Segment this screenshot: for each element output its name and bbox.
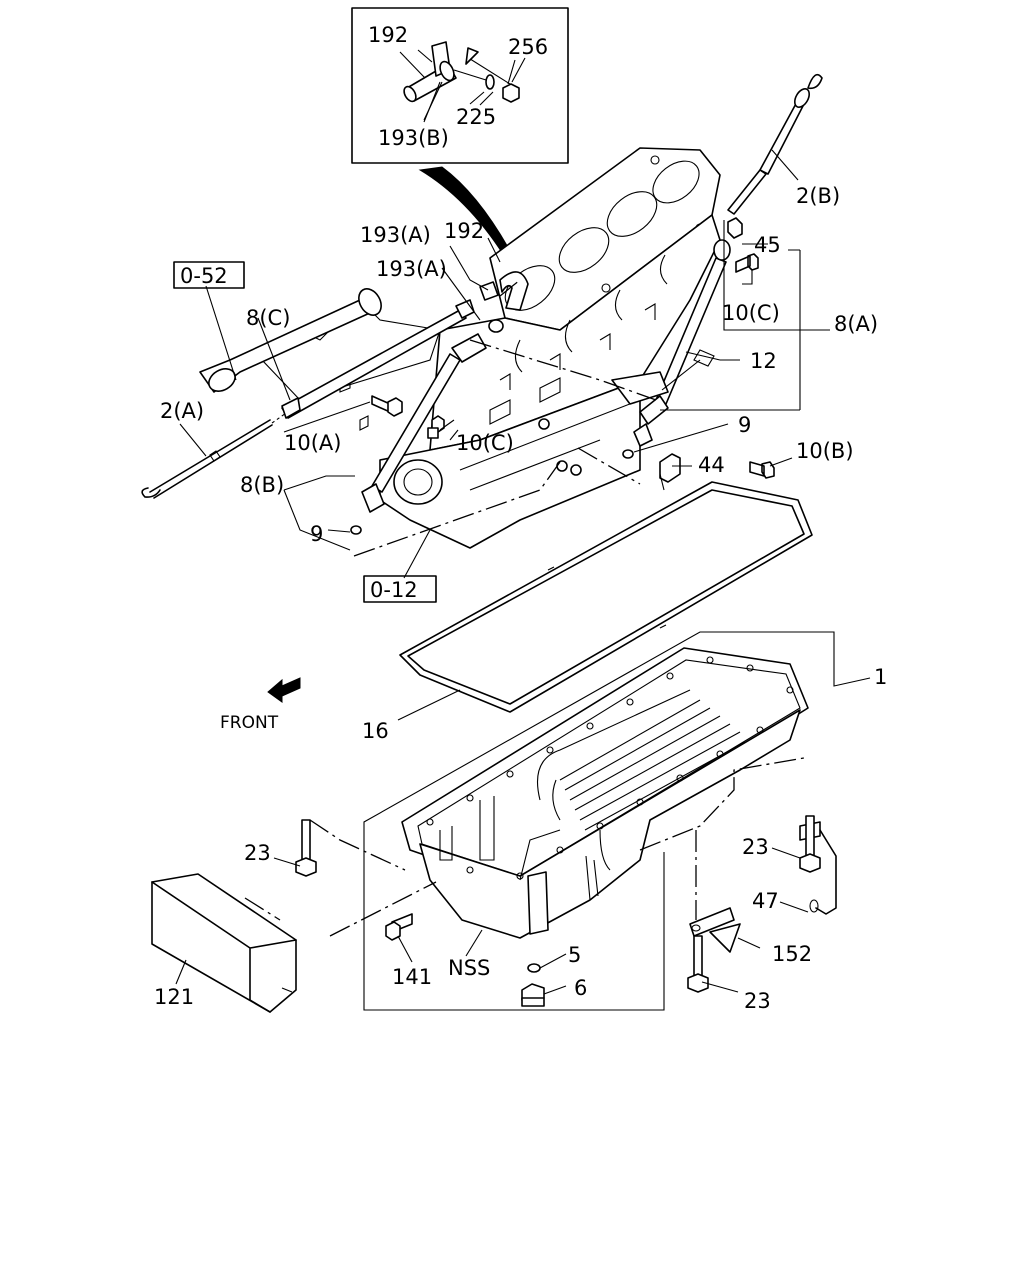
front-arrow-icon (267, 677, 301, 703)
label-9-1: 9 (738, 413, 751, 437)
guide-tube-8b (361, 333, 487, 513)
label-8c: 8(C) (246, 306, 290, 330)
label-6: 6 (574, 976, 587, 1000)
label-121: 121 (154, 985, 194, 1009)
oil-pan (385, 647, 809, 1007)
ref-0-12-text: 0-12 (370, 578, 418, 602)
label-2a: 2(A) (160, 399, 204, 423)
ref-box-0-12 (363, 575, 437, 603)
label-141: 141 (392, 965, 432, 989)
guide-tube-8a (611, 239, 731, 447)
label-225: 225 (456, 105, 496, 129)
label-192: 192 (444, 219, 484, 243)
label-10a: 10(A) (284, 431, 341, 455)
label-23-2: 23 (742, 835, 769, 859)
dipstick-2b (727, 73, 823, 215)
label-8b: 8(B) (240, 473, 284, 497)
cylinder-block (261, 147, 721, 549)
label-152: 152 (772, 942, 812, 966)
ref-box-0-52 (173, 261, 245, 289)
bracket-152 (689, 907, 741, 953)
detail-pointer-arrow (418, 166, 515, 263)
bolts-23 (295, 815, 821, 993)
label-12: 12 (750, 349, 777, 373)
breather-hose (479, 271, 529, 333)
label-9-2: 9 (310, 522, 323, 546)
guide-tube-8c (281, 299, 475, 419)
label-44: 44 (698, 453, 725, 477)
label-10b: 10(B) (796, 439, 854, 463)
water-pipe (199, 288, 382, 393)
label-5: 5 (568, 943, 581, 967)
label-10c-2: 10(C) (456, 431, 514, 455)
detail-inset (351, 7, 569, 164)
label-10c-1: 10(C) (722, 301, 780, 325)
label-1: 1 (874, 665, 887, 689)
label-193a-2: 193(A) (376, 257, 447, 281)
label-47: 47 (752, 889, 779, 913)
oil-pan-gasket (399, 481, 813, 713)
label-16: 16 (362, 719, 389, 743)
label-2b: 2(B) (796, 184, 840, 208)
leader-lines (175, 49, 871, 1011)
label-8a: 8(A) (834, 312, 878, 336)
label-45: 45 (754, 233, 781, 257)
label-256: 256 (508, 35, 548, 59)
small-fasteners (350, 217, 775, 535)
label-193b: 193(B) (378, 126, 449, 150)
label-23-3: 23 (744, 989, 771, 1013)
cover-121 (151, 873, 297, 1013)
label-192-inset: 192 (368, 23, 408, 47)
front-label: FRONT (220, 713, 279, 733)
label-193a-1: 193(A) (360, 223, 431, 247)
label-23-1: 23 (244, 841, 271, 865)
ref-0-52-text: 0-52 (180, 264, 228, 288)
label-nss: NSS (448, 956, 490, 980)
